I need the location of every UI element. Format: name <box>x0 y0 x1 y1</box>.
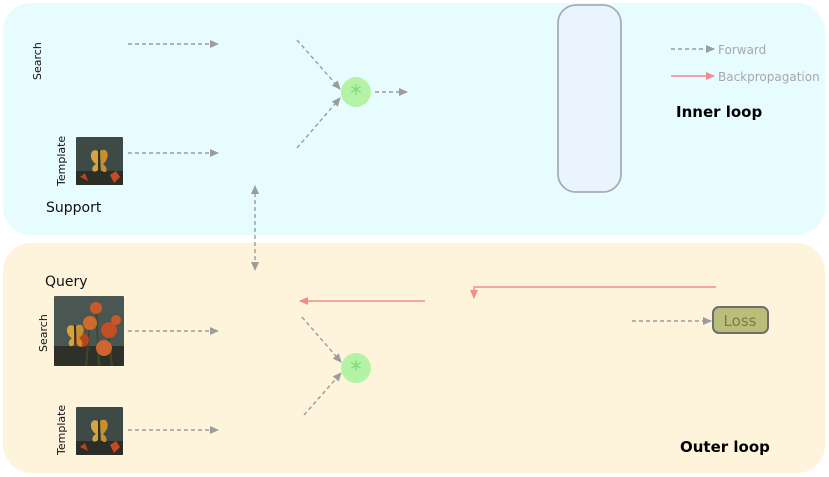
butterfly-search-icon <box>54 296 124 366</box>
support-template-to-correlation-arrow <box>296 97 341 149</box>
support-search-to-correlation-arrow <box>296 39 341 90</box>
query-template-image <box>76 407 123 455</box>
query-search-label: Search <box>37 314 50 352</box>
loss-node <box>712 306 769 334</box>
support-search-label: Search <box>31 42 44 80</box>
inner-correlation-node <box>341 77 371 107</box>
butterfly-template-icon <box>76 137 123 185</box>
outer-loop-panel <box>3 243 825 473</box>
query-template-to-correlation-arrow <box>303 372 342 416</box>
support-label: Support <box>46 200 102 216</box>
query-label: Query <box>45 274 88 290</box>
legend-forward-label: Forward <box>718 43 766 57</box>
query-search-to-correlation-arrow <box>301 316 342 363</box>
query-template-label: Template <box>55 405 68 456</box>
inner-module-block <box>557 4 622 193</box>
inner-correlation-symbol: * <box>351 82 362 107</box>
loss-backprop-arrow <box>470 286 716 299</box>
loss-label: Loss <box>724 312 757 330</box>
outer-correlation-node <box>341 353 371 383</box>
query-search-image <box>54 296 124 366</box>
outer-correlation-symbol: * <box>351 358 362 383</box>
support-template-image <box>76 137 123 185</box>
butterfly-template-icon <box>76 407 123 455</box>
support-template-label: Template <box>55 136 68 187</box>
outer-loop-label: Outer loop <box>680 438 770 456</box>
inner-loop-label: Inner loop <box>676 103 762 121</box>
legend-backprop-label: Backpropagation <box>718 70 820 84</box>
